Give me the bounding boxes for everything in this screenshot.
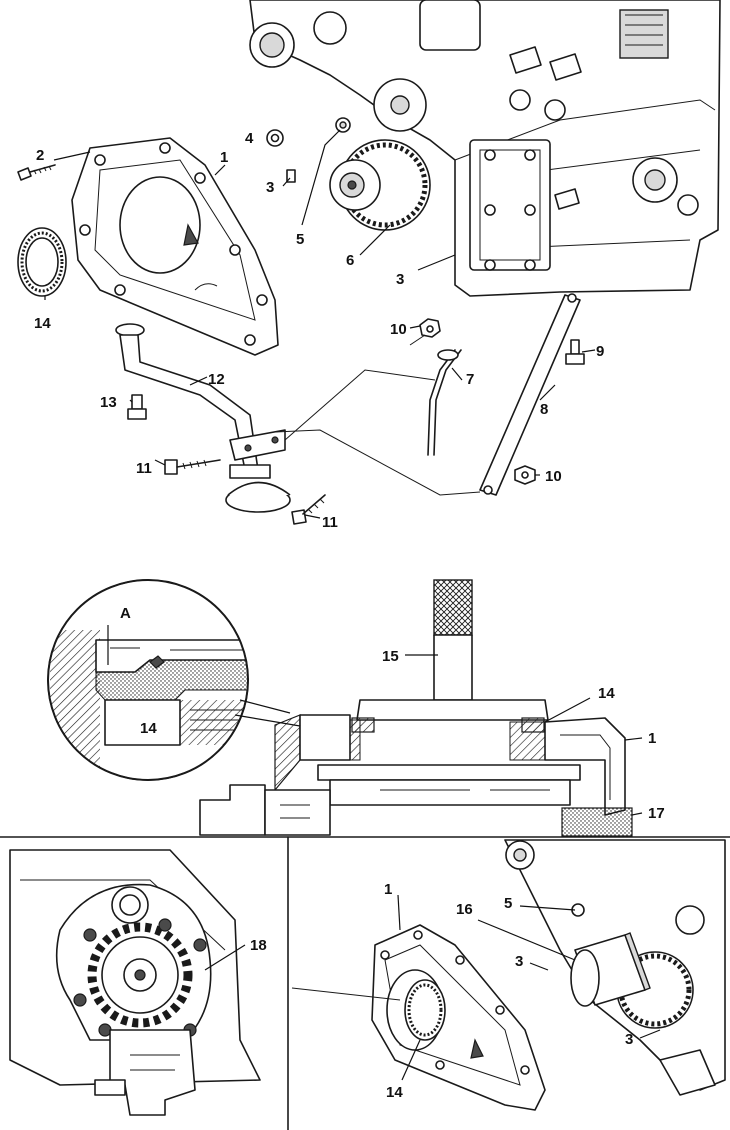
callout-14-section: 14 (598, 685, 615, 702)
callout-A: A (120, 605, 131, 622)
cover-section (274, 714, 626, 816)
bolt-2 (17, 164, 56, 181)
callout-14-detail: 14 (140, 720, 157, 737)
bracket-7 (427, 349, 462, 456)
callout-13: 13 (100, 394, 117, 411)
callout-11b: 11 (322, 514, 338, 531)
callout-16: 16 (456, 901, 473, 918)
oil-pickup-tube (115, 323, 291, 513)
bolt-5 (335, 117, 351, 133)
leader-1 (624, 737, 643, 741)
cover-install-panel: 1 16 5 3 3 14 (291, 839, 726, 1111)
callout-11a: 11 (136, 460, 152, 477)
oil-seal-14 (17, 227, 67, 297)
callout-18: 18 (250, 937, 267, 954)
callout-1-section: 1 (648, 730, 656, 747)
install-arrow (291, 987, 401, 1001)
callout-17: 17 (648, 805, 665, 822)
callout-10a: 10 (390, 321, 407, 338)
top-exploded-view: 1 2 3 3 4 5 6 7 8 9 10 10 11 11 12 13 14 (17, 0, 721, 531)
detail-magnifier (47, 579, 301, 781)
callout-3a: 3 (266, 179, 274, 196)
seal-installation-section: A 14 15 14 1 17 (0, 579, 730, 838)
callout-14-bottom: 14 (386, 1084, 403, 1101)
oil-pump-panel: 18 (9, 849, 267, 1116)
block-17 (561, 807, 633, 837)
washer-4 (266, 129, 284, 147)
callout-4: 4 (245, 130, 254, 147)
callout-9: 9 (596, 343, 604, 360)
callout-2: 2 (36, 147, 44, 164)
callout-3b: 3 (396, 271, 404, 288)
callout-3-bottom-b: 3 (625, 1031, 633, 1048)
crankshaft-sprocket (329, 139, 431, 231)
nut-10-lower (514, 465, 536, 485)
dowel-3 (286, 169, 296, 183)
callout-8: 8 (540, 401, 548, 418)
callout-14: 14 (34, 315, 51, 332)
callout-10b: 10 (545, 468, 562, 485)
bolt-13 (127, 394, 147, 420)
nut-10-upper (419, 318, 441, 338)
bolt-11-right (291, 494, 326, 525)
callout-1-bottom: 1 (384, 881, 392, 898)
callout-3-bottom-a: 3 (515, 953, 523, 970)
bracket-8 (479, 293, 581, 496)
callout-12: 12 (208, 371, 225, 388)
bolt-9 (565, 339, 585, 365)
callout-5-bottom: 5 (504, 895, 512, 912)
leader-17 (631, 812, 643, 816)
assembly-lines (274, 334, 481, 496)
front-cover-small (371, 924, 546, 1111)
callout-6: 6 (346, 252, 354, 269)
lower-housing (0, 784, 730, 838)
callout-15: 15 (382, 648, 399, 665)
front-cover (71, 137, 279, 356)
callout-1: 1 (220, 149, 228, 166)
callout-5: 5 (296, 231, 304, 248)
top-leaders (44, 129, 596, 519)
bolt-11-left (164, 459, 221, 475)
callout-7: 7 (466, 371, 474, 388)
leader-14 (544, 697, 591, 723)
installer-16 (570, 932, 651, 1007)
engine-block-illustration (249, 0, 721, 297)
pump-gear (87, 922, 193, 1028)
